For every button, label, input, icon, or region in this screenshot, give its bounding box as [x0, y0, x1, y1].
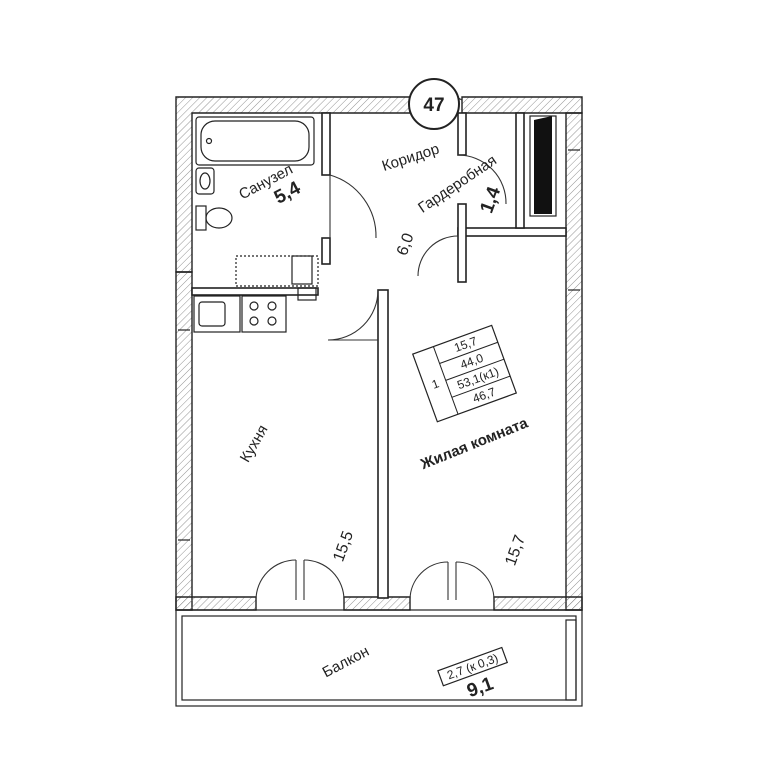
- wall-wardrobe-left-bottom: [457, 203, 467, 283]
- bath-utility: [235, 255, 319, 301]
- toilet: [195, 205, 233, 231]
- wall-bath-corridor-bottom: [321, 237, 331, 265]
- bathtub: [195, 116, 315, 166]
- wall-wardrobe-right: [515, 112, 525, 229]
- wall-top-right: [461, 96, 583, 114]
- balcony-name: Балкон: [320, 643, 372, 682]
- wall-wardrobe-bottom: [457, 227, 567, 237]
- wall-bottom-1: [175, 596, 257, 611]
- corridor-area: 6,0: [394, 231, 418, 258]
- wall-bath-kitchen: [191, 287, 319, 296]
- corridor-name: Коридор: [380, 140, 442, 174]
- balcony-area: 9,1: [464, 673, 496, 702]
- wall-right: [565, 112, 583, 611]
- apartment-number: 47: [423, 95, 444, 116]
- shaft: [529, 115, 557, 217]
- balcony: [175, 609, 583, 707]
- wall-left: [175, 271, 193, 611]
- living-name: Жилая комната: [417, 414, 531, 473]
- kitchen-area: 15,5: [330, 529, 357, 564]
- living-area: 15,7: [502, 533, 529, 568]
- summary-rooms-count: 1: [430, 376, 441, 392]
- kitchen-counter: [193, 295, 287, 333]
- balcony-coef: 2,7 (к 0,3): [445, 651, 500, 682]
- wall-wardrobe-left-top: [457, 112, 467, 156]
- wall-kitchen-living: [377, 289, 389, 599]
- bath-sink: [195, 167, 215, 195]
- windows: [178, 149, 580, 541]
- doors: [255, 92, 507, 601]
- area-summary-table: 1 15,7 44,0 53,1(к1) 46,7: [411, 324, 518, 423]
- interior-walls: [191, 112, 567, 599]
- wardrobe-area: 1,4: [476, 184, 505, 216]
- wall-bottom-2: [343, 596, 411, 611]
- apartment-number-badge: 47: [408, 78, 460, 130]
- wall-bottom-3: [493, 596, 583, 611]
- wall-bath-corridor-top: [321, 112, 331, 176]
- kitchen-name: Кухня: [237, 422, 272, 465]
